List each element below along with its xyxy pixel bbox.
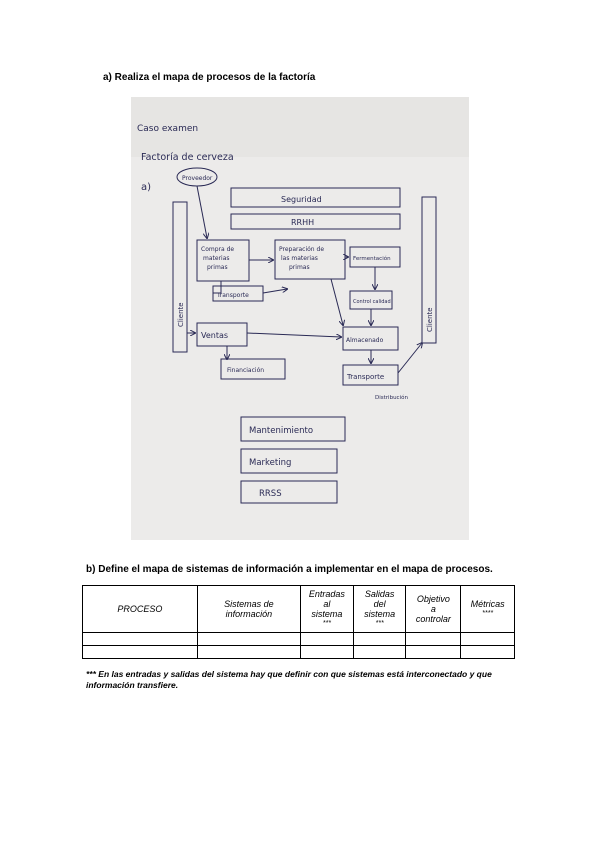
preparacion-line-2: las materias bbox=[281, 255, 318, 262]
header-objetivo-line-3: controlar bbox=[415, 614, 451, 624]
header-sistemas: Sistemas de información bbox=[196, 585, 302, 633]
table-cell[interactable] bbox=[196, 632, 302, 646]
cliente-left-label: Cliente bbox=[177, 302, 185, 327]
information-systems-table: PROCESO Sistemas de información Entradas… bbox=[82, 585, 515, 659]
compra-line-1: Compra de bbox=[201, 246, 234, 253]
table-row bbox=[82, 632, 515, 646]
header-salidas-line-2: del bbox=[373, 599, 386, 609]
marketing-box bbox=[240, 448, 338, 474]
table-row bbox=[82, 645, 515, 659]
header-proceso: PROCESO bbox=[82, 585, 198, 633]
header-salidas-line-3: sistema bbox=[364, 609, 396, 619]
almacenado-label: Almacenado bbox=[346, 337, 384, 344]
table-cell[interactable] bbox=[405, 632, 462, 646]
transporte-2-box bbox=[342, 364, 399, 386]
header-sistemas-line-2: información bbox=[225, 609, 273, 619]
section-b-title: b) Define el mapa de sistemas de informa… bbox=[86, 564, 493, 575]
fermentacion-label: Fermentación bbox=[353, 255, 391, 262]
process-map-photo: Caso examen Factoría de cerveza a) Prove… bbox=[131, 97, 469, 540]
header-metricas: Métricas **** bbox=[460, 585, 515, 633]
header-entradas-line-3: sistema bbox=[311, 609, 343, 619]
table-cell[interactable] bbox=[196, 645, 302, 659]
factoria-label: Factoría de cerveza bbox=[141, 152, 234, 163]
preparacion-line-1: Preparación de bbox=[279, 246, 324, 253]
header-proceso-line: PROCESO bbox=[117, 604, 163, 614]
table-cell[interactable] bbox=[352, 645, 407, 659]
ventas-box bbox=[196, 322, 248, 347]
header-salidas-stars: *** bbox=[375, 620, 384, 627]
header-metricas-line: Métricas bbox=[470, 599, 505, 609]
table-cell[interactable] bbox=[460, 632, 515, 646]
header-entradas-line-1: Entradas bbox=[308, 589, 345, 599]
cliente-left-box bbox=[172, 201, 188, 353]
section-a-title: a) Realiza el mapa de procesos de la fac… bbox=[103, 72, 316, 83]
compra-line-3: primas bbox=[207, 264, 228, 271]
header-objetivo: Objetivo a controlar bbox=[405, 585, 462, 633]
table-cell[interactable] bbox=[300, 645, 354, 659]
cliente-right-label: Cliente bbox=[426, 307, 434, 332]
table-cell[interactable] bbox=[352, 632, 407, 646]
table-cell[interactable] bbox=[82, 645, 198, 659]
seguridad-box bbox=[230, 187, 401, 208]
process-map-drawing: Caso examen Factoría de cerveza a) Prove… bbox=[131, 97, 469, 540]
header-entradas-stars: *** bbox=[322, 620, 331, 627]
ventas-label: Ventas bbox=[201, 331, 228, 340]
preparacion-line-3: primas bbox=[289, 264, 310, 271]
financiacion-box bbox=[220, 358, 286, 380]
caso-label: Caso examen bbox=[137, 124, 198, 134]
cliente-right-box bbox=[421, 196, 437, 344]
header-salidas-line-1: Salidas bbox=[364, 589, 395, 599]
mantenimiento-label: Mantenimiento bbox=[249, 426, 313, 436]
rrss-label: RRSS bbox=[259, 489, 282, 499]
transporte-1-label: Transporte bbox=[216, 292, 249, 299]
header-metricas-stars: **** bbox=[482, 610, 494, 617]
footnote: *** En las entradas y salidas del sistem… bbox=[86, 669, 492, 690]
header-objetivo-line-1: Objetivo bbox=[416, 594, 450, 604]
rrss-box bbox=[240, 480, 338, 504]
rrhh-label: RRHH bbox=[291, 218, 314, 227]
rrhh-box bbox=[230, 213, 401, 230]
marker-label: a) bbox=[141, 182, 151, 193]
header-entradas: Entradas al sistema *** bbox=[300, 585, 354, 633]
mantenimiento-box bbox=[240, 416, 346, 442]
calidad-label: Control calidad bbox=[353, 299, 391, 305]
distribucion-label: Distribución bbox=[375, 394, 408, 401]
marketing-label: Marketing bbox=[249, 458, 291, 468]
table-cell[interactable] bbox=[460, 645, 515, 659]
table-header-row: PROCESO Sistemas de información Entradas… bbox=[82, 585, 515, 633]
header-objetivo-line-2: a bbox=[430, 604, 436, 614]
proveedor-label: Proveedor bbox=[182, 175, 213, 182]
seguridad-label: Seguridad bbox=[281, 195, 322, 204]
header-salidas: Salidas del sistema *** bbox=[352, 585, 407, 633]
header-entradas-line-2: al bbox=[323, 599, 331, 609]
financiacion-label: Financiación bbox=[227, 367, 264, 374]
table-cell[interactable] bbox=[405, 645, 462, 659]
table-cell[interactable] bbox=[82, 632, 198, 646]
transporte-2-label: Transporte bbox=[346, 373, 384, 381]
header-sistemas-line-1: Sistemas de bbox=[224, 599, 274, 609]
compra-line-2: materias bbox=[203, 255, 230, 262]
table-cell[interactable] bbox=[300, 632, 354, 646]
